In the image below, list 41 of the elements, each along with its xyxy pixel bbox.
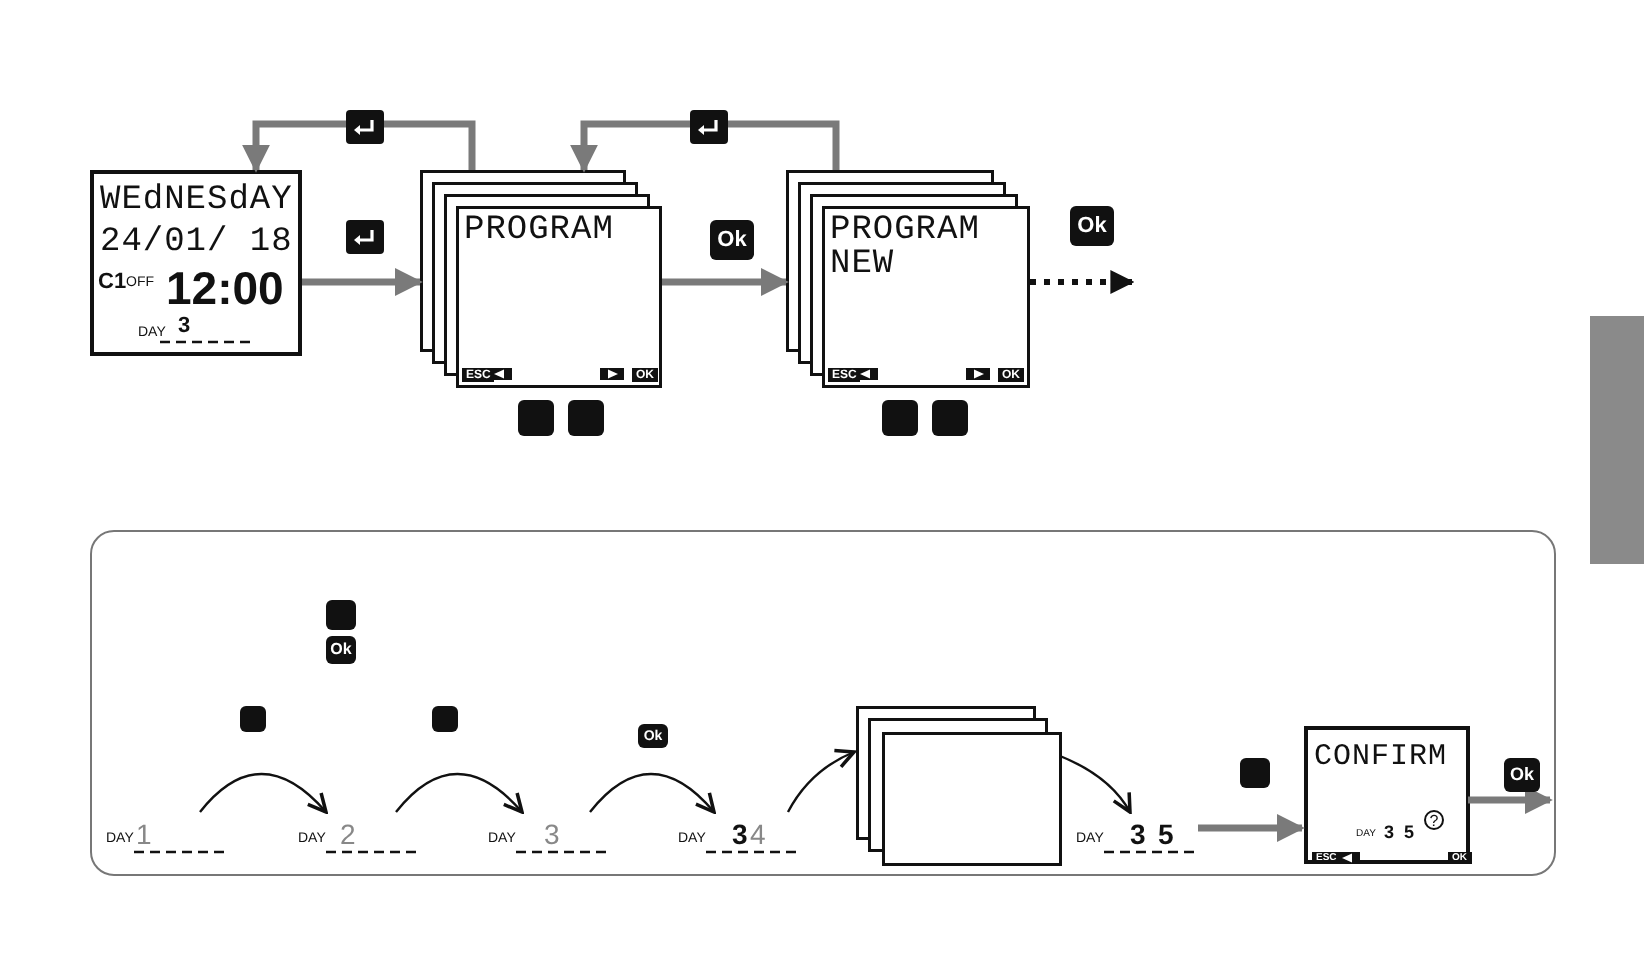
display-text: 12:00 bbox=[166, 266, 284, 312]
arrow bbox=[302, 268, 423, 296]
display-text: CONFIRM bbox=[1314, 742, 1448, 772]
arrow bbox=[662, 268, 789, 296]
arrow bbox=[1030, 270, 1135, 294]
day-digit: 2 bbox=[340, 820, 356, 848]
display-text: WEdNESdAY bbox=[100, 184, 293, 218]
screen-stack bbox=[856, 706, 1062, 866]
panel-frame bbox=[90, 530, 1556, 876]
ok-key-label: Ok bbox=[1504, 758, 1540, 792]
arrow bbox=[242, 120, 476, 173]
display-text: PROGRAM NEW bbox=[830, 214, 982, 282]
lcd-screen bbox=[1304, 726, 1470, 864]
ok-key-label: Ok bbox=[1070, 206, 1114, 246]
curved-arrow bbox=[589, 772, 716, 814]
day-digit: 4 bbox=[750, 820, 766, 848]
lcd-screen bbox=[90, 170, 302, 356]
arrow bbox=[570, 120, 840, 173]
curved-arrow bbox=[1059, 754, 1132, 814]
curved-arrow bbox=[395, 772, 524, 814]
arrow bbox=[1198, 814, 1305, 842]
curved-arrow bbox=[199, 772, 328, 814]
curved-arrow bbox=[786, 749, 856, 813]
arrow bbox=[1468, 786, 1553, 814]
display-text: PROGRAM bbox=[464, 214, 614, 248]
day-digit: 3 bbox=[1130, 820, 1146, 848]
display-text: 3 bbox=[1384, 824, 1395, 842]
display-text: 3 bbox=[178, 316, 191, 338]
display-text: 5 bbox=[1404, 824, 1415, 842]
day-digit: 1 bbox=[136, 820, 152, 848]
screen-stack bbox=[420, 170, 662, 388]
display-text: C1 bbox=[98, 272, 127, 294]
help-symbol: ? bbox=[1424, 810, 1444, 830]
day-digit: 5 bbox=[1158, 820, 1174, 848]
ok-key-label: Ok bbox=[326, 636, 356, 664]
day-digit: 3 bbox=[544, 820, 560, 848]
day-digit: 3 bbox=[732, 820, 748, 848]
page-tab bbox=[1590, 316, 1644, 564]
display-text: 24/01/ 18 bbox=[100, 226, 293, 260]
screen-stack bbox=[786, 170, 1030, 388]
ok-key-label: Ok bbox=[710, 220, 754, 260]
